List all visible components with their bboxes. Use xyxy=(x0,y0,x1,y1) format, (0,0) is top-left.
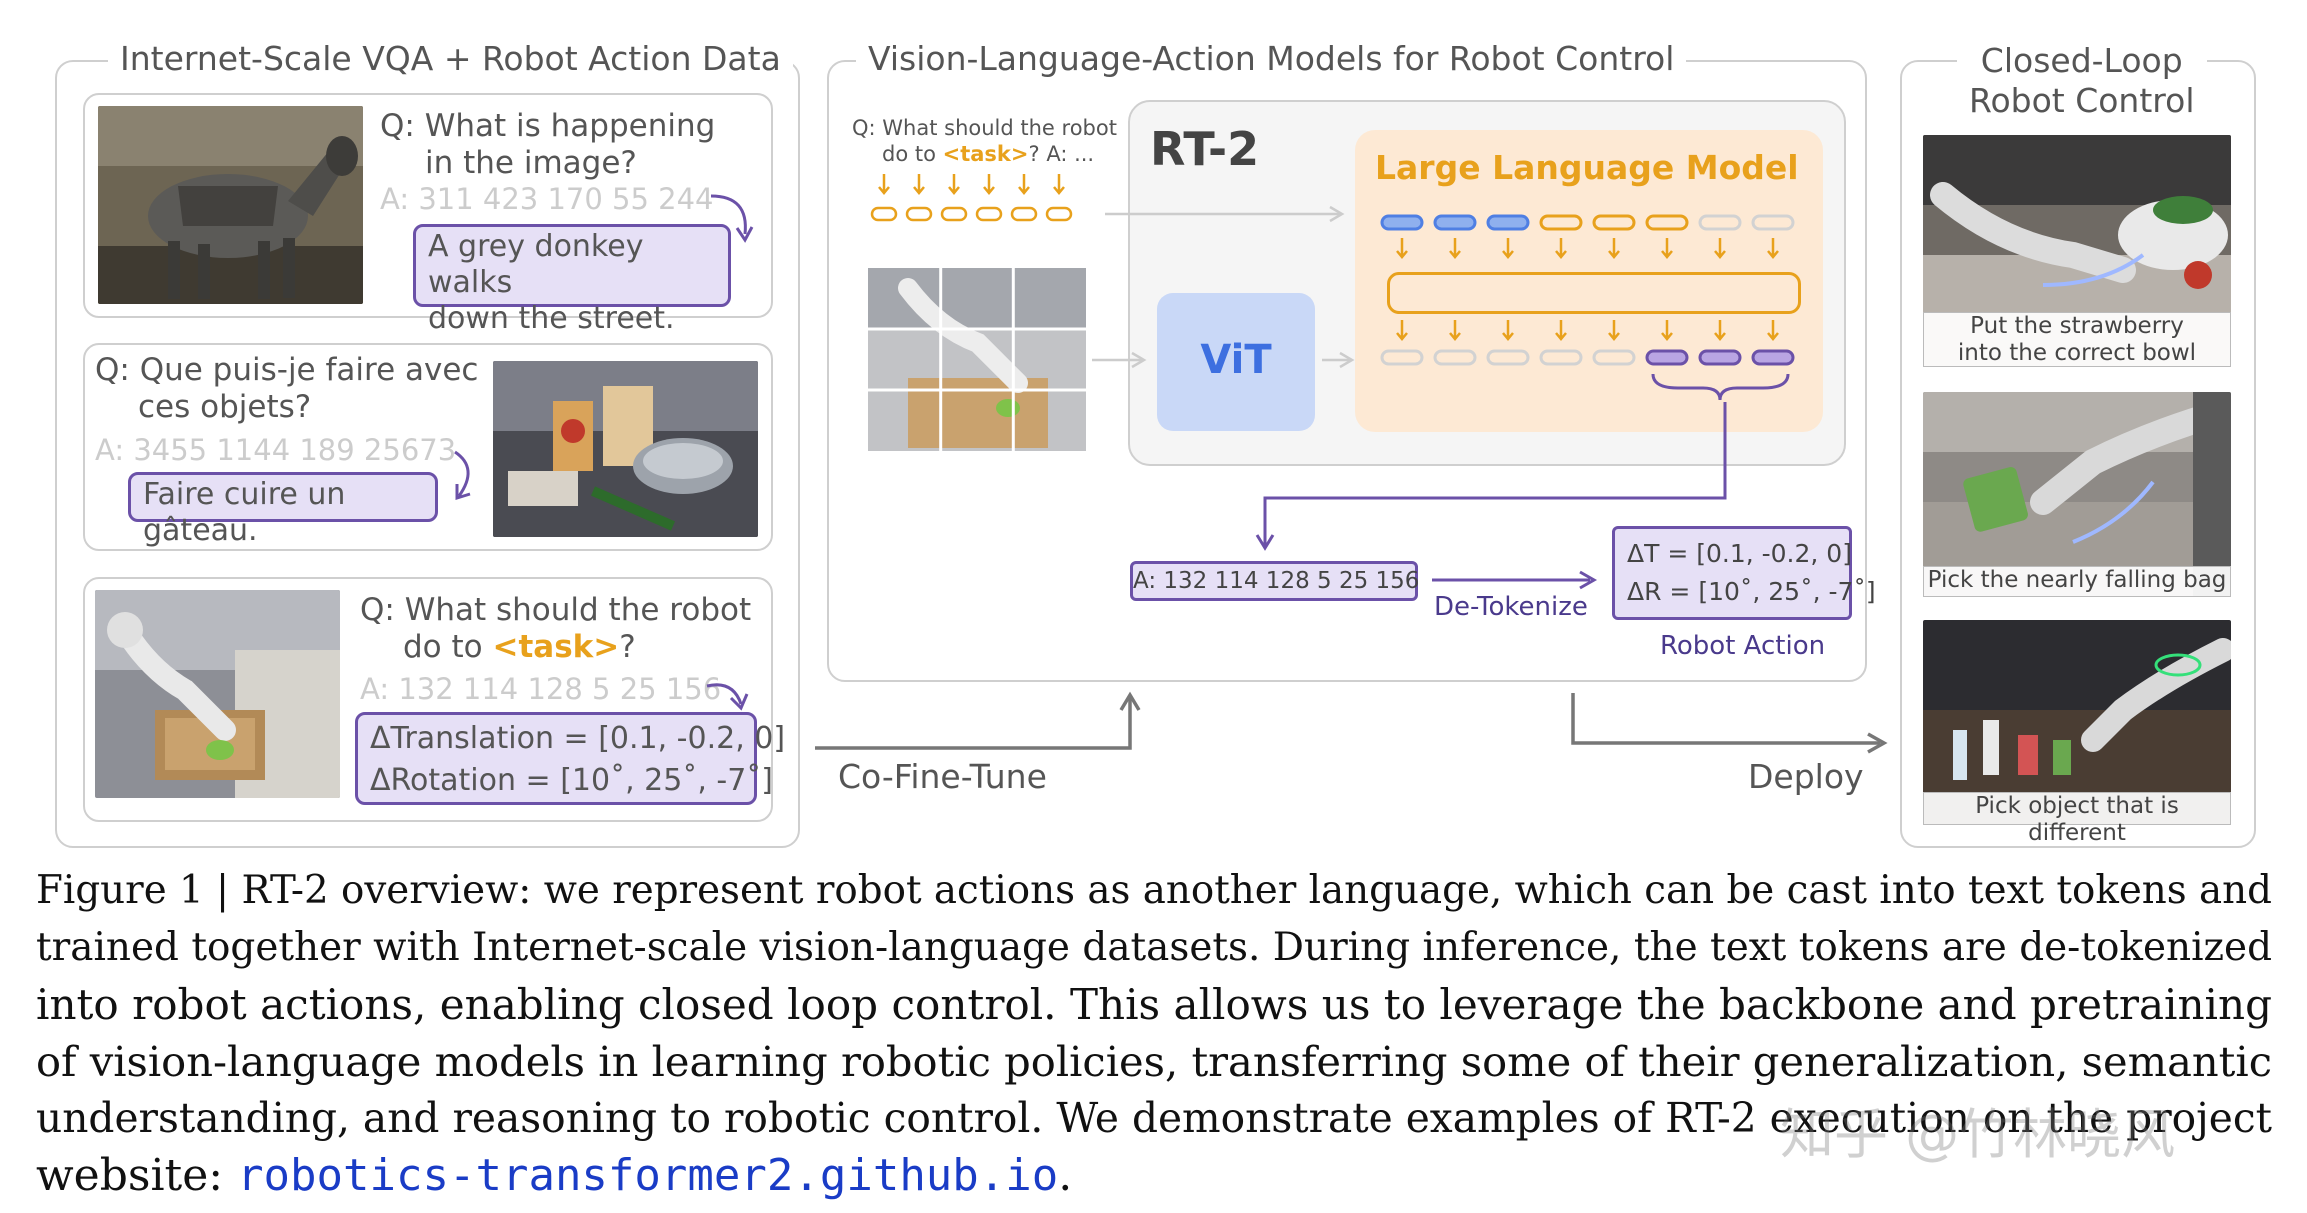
action-translation: ΔT = [0.1, -0.2, 0] xyxy=(1627,539,1852,568)
vla-panel-title: Vision-Language-Action Models for Robot … xyxy=(856,39,1687,79)
donkey-photo xyxy=(98,106,363,304)
example-different-object-caption: Pick object that is different xyxy=(1923,792,2231,846)
answer-1-line-2: down the street. xyxy=(428,301,675,336)
answer-1: A grey donkey walks down the street. xyxy=(413,224,731,336)
example-bag-photo xyxy=(1923,392,2231,597)
model-prompt-suffix: ? A: ... xyxy=(1028,142,1095,166)
different-object-scene-icon xyxy=(1923,620,2231,825)
model-prompt: Q: What should the robot do to <task>? A… xyxy=(852,115,1117,167)
question-2-line-2: ces objets? xyxy=(138,389,312,425)
donkey-image-icon xyxy=(98,106,363,304)
detokenize-label: De-Tokenize xyxy=(1434,592,1588,622)
question-3-suffix: ? xyxy=(619,629,636,665)
example-strawberry-caption-line-2: into the correct bowl xyxy=(1957,340,2197,366)
question-2-line-1: Q: Que puis-je faire avec xyxy=(95,352,479,388)
example-different-object-photo xyxy=(1923,620,2231,825)
llm-input-tokens xyxy=(1380,214,1795,259)
caption-line-5: understanding, and reasoning to robotic … xyxy=(36,1094,2272,1142)
figure-caption: Figure 1 | RT-2 overview: we represent r… xyxy=(36,862,2272,1204)
example-strawberry-caption: Put the strawberry into the correct bowl xyxy=(1923,312,2231,367)
cofinetune-label: Co-Fine-Tune xyxy=(838,757,1047,796)
question-3-line-1: Q: What should the robot xyxy=(360,592,752,628)
action-rotation: ΔR = [10˚, 25˚, -7˚] xyxy=(1627,577,1876,606)
robot-action-box: ΔT = [0.1, -0.2, 0] ΔR = [10˚, 25˚, -7˚] xyxy=(1612,526,1876,620)
question-1-line-1: Q: What is happening xyxy=(380,108,716,144)
robot-camera-grid-icon xyxy=(868,268,1086,451)
question-3-prefix: do to xyxy=(403,629,493,665)
robot-action-label: Robot Action xyxy=(1660,631,1826,661)
robot-image-icon xyxy=(95,590,340,798)
model-prompt-line-1: Q: What should the robot xyxy=(852,116,1117,140)
robot-task-photo xyxy=(95,590,340,798)
curved-arrow-icon xyxy=(710,194,754,243)
answer-tokens-2: A: 3455 1144 189 25673 xyxy=(95,433,457,467)
answer-3: ΔTranslation = [0.1, -0.2, 0] ΔRotation … xyxy=(355,712,786,805)
caption-line-1: Figure 1 | RT-2 overview: we represent r… xyxy=(36,868,2272,913)
caption-line-2: trained together with Internet-scale vis… xyxy=(36,925,2272,970)
falling-bag-scene-icon xyxy=(1923,392,2231,597)
output-tokens-box: A: 132 114 128 5 25 156 xyxy=(1130,561,1419,601)
vqa-panel-title: Internet-Scale VQA + Robot Action Data xyxy=(108,39,793,79)
answer-tokens-3: A: 132 114 128 5 25 156 xyxy=(360,672,722,706)
camera-image-grid xyxy=(868,268,1086,451)
ingredients-image-icon xyxy=(493,361,758,537)
caption-period: . xyxy=(1058,1150,1073,1201)
llm-body-bar xyxy=(1387,272,1801,314)
example-bag-caption: Pick the nearly falling bag xyxy=(1923,566,2231,597)
project-website-link[interactable]: robotics-transformer2.github.io xyxy=(237,1150,1059,1201)
deploy-label: Deploy xyxy=(1748,757,1864,796)
vit-label: ViT xyxy=(1200,337,1272,383)
caption-website-prefix: website: xyxy=(36,1150,238,1201)
watermark: 知乎 @竹林晓风 xyxy=(1780,1103,2176,1166)
answer-2: Faire cuire un gâteau. xyxy=(128,472,438,548)
caption-line-6: website: robotics-transformer2.github.io… xyxy=(36,1147,2272,1204)
task-placeholder: <task> xyxy=(492,629,620,665)
example-strawberry-caption-line-1: Put the strawberry xyxy=(1970,313,2184,339)
question-3-line-2: do to <task>? xyxy=(403,629,636,666)
up-arrow-icon xyxy=(815,691,1141,750)
caption-line-3: into robot actions, enabling closed loop… xyxy=(36,980,2272,1029)
cooking-ingredients-photo xyxy=(493,361,758,537)
model-prompt-line-2: do to <task>? A: ... xyxy=(852,141,1117,167)
answer-tokens-1: A: 311 423 170 55 244 xyxy=(380,182,714,216)
closed-loop-title-line-2: Robot Control xyxy=(1969,81,2195,120)
rt2-label: RT-2 xyxy=(1150,122,1260,176)
caption-line-4: of vision-language models in learning ro… xyxy=(36,1037,2272,1086)
curved-arrow-icon xyxy=(706,683,749,711)
question-1-line-2: in the image? xyxy=(425,145,637,181)
curved-arrow-icon xyxy=(454,450,471,501)
model-task-placeholder: <task> xyxy=(942,142,1029,166)
answer-3-line-1: ΔTranslation = [0.1, -0.2, 0] xyxy=(370,721,786,756)
closed-loop-title: Closed-Loop Robot Control xyxy=(1957,41,2207,121)
prompt-tokens xyxy=(870,174,1073,222)
answer-3-line-2: ΔRotation = [10˚, 25˚, -7˚] xyxy=(370,763,774,798)
model-prompt-prefix: do to xyxy=(882,142,943,166)
right-arrow-icon xyxy=(1571,693,1888,754)
llm-label: Large Language Model xyxy=(1375,148,1799,187)
llm-output-tokens xyxy=(1380,320,1795,401)
closed-loop-title-line-1: Closed-Loop xyxy=(1980,41,2183,80)
answer-1-line-1: A grey donkey walks xyxy=(428,229,644,300)
llm-box xyxy=(1355,130,1823,432)
